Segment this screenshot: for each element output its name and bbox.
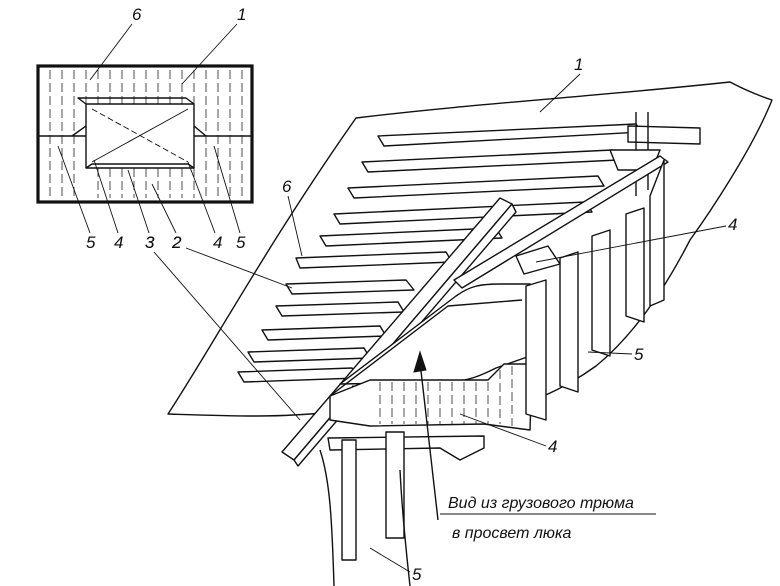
view-arrow bbox=[413, 350, 439, 521]
main-label-2: 2 bbox=[171, 233, 182, 252]
inset-label-1: 1 bbox=[237, 5, 246, 24]
inset-label-3: 3 bbox=[145, 233, 155, 252]
inset-label-2: 2 bbox=[171, 233, 182, 252]
main-label-4-bottom: 4 bbox=[548, 437, 557, 456]
inset-label-5-left: 5 bbox=[86, 233, 96, 252]
inset-label-6: 6 bbox=[132, 5, 142, 24]
bottom-pillars bbox=[319, 431, 485, 586]
inset-label-4-right: 4 bbox=[213, 233, 222, 252]
main-label-5-bottom: 5 bbox=[412, 565, 422, 584]
main-label-6: 6 bbox=[282, 177, 292, 196]
inset-label-4-left: 4 bbox=[114, 233, 123, 252]
coaming-hatching bbox=[379, 366, 513, 426]
main-label-3: 3 bbox=[145, 233, 155, 252]
main-label-1: 1 bbox=[574, 55, 583, 74]
main-label-5-right: 5 bbox=[634, 345, 644, 364]
inset-plan-view bbox=[36, 64, 254, 204]
caption-line-1: Вид из грузового трюма bbox=[448, 495, 634, 512]
main-label-4-right: 4 bbox=[728, 215, 737, 234]
caption-line-2: в просвет люка bbox=[452, 525, 572, 542]
inset-label-5-right: 5 bbox=[236, 233, 246, 252]
right-pillars bbox=[515, 159, 665, 421]
